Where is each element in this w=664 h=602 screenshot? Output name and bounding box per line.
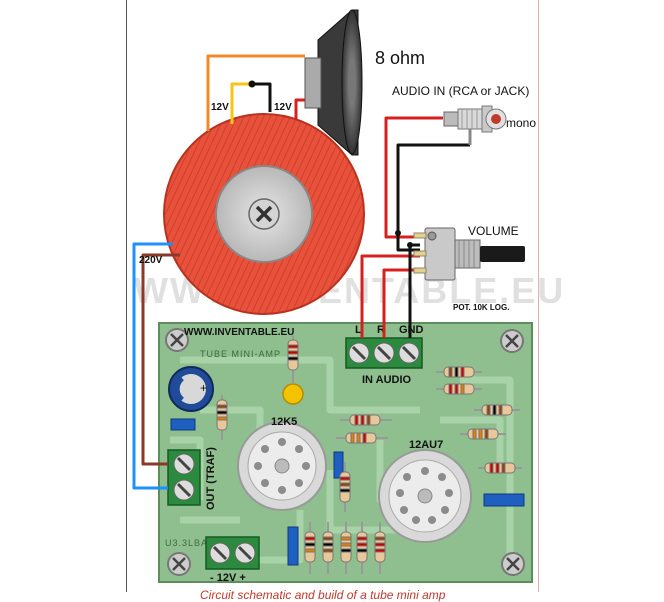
rca-jack: [443, 105, 507, 145]
tube1-label: 12K5: [271, 416, 297, 428]
mains-220v-label: 220V: [139, 255, 163, 266]
volume-label: VOLUME: [468, 224, 519, 238]
terminal-block-in-audio: [345, 337, 423, 369]
terminal-block-power: [205, 536, 260, 570]
resistor-7: [436, 383, 482, 395]
pot-spec-label: POT. 10K LOG.: [453, 303, 509, 312]
resistor-1: [287, 335, 299, 378]
resistor-14: [356, 522, 368, 574]
resistor-5: [339, 462, 351, 512]
wire-junction-dot: [248, 80, 256, 88]
transformer-bolt-icon: [255, 205, 273, 223]
terminal-block-out: [167, 449, 201, 506]
wire-red-to-l: [360, 254, 420, 338]
wire-orange: [206, 54, 305, 131]
wire-brown-mains: [141, 253, 180, 466]
film-capacitor-2: [483, 493, 525, 507]
wire-blue-mains: [132, 242, 173, 490]
resistor-13: [340, 522, 352, 574]
wire-yellow: [230, 82, 252, 124]
ceramic-capacitor: [282, 378, 304, 405]
wire-black-speaker: [252, 82, 272, 112]
speaker: [304, 9, 363, 156]
resistor-8: [474, 404, 520, 416]
electrolytic-capacitor: +: [168, 366, 214, 412]
resistors: [216, 335, 522, 574]
resistor-11: [304, 522, 316, 574]
wire-red-to-r: [382, 268, 420, 338]
speaker-impedance-label: 8 ohm: [375, 48, 425, 68]
tube2-label: 12AU7: [409, 439, 443, 451]
frame-left-border: [126, 0, 127, 592]
right-12v-label: 12V: [274, 102, 292, 113]
wire-junction-dots: [395, 230, 413, 248]
pcb-screw-bl: [167, 552, 191, 576]
pcb-traces: [170, 356, 514, 564]
volume-potentiometer: [413, 227, 525, 281]
mono-label: mono: [506, 116, 536, 130]
resistor-3: [340, 414, 392, 426]
resistor-2: [216, 395, 228, 440]
wire-red-speaker: [294, 98, 305, 120]
resistor-12: [322, 522, 334, 574]
audio-in-label: AUDIO IN (RCA or JACK): [392, 84, 529, 98]
resistor-6: [436, 366, 482, 378]
out-traf-label: OUT (TRAF): [205, 447, 217, 510]
toroidal-transformer: [163, 113, 365, 315]
frame-right-border: [538, 0, 539, 592]
terminal-l-label: L: [355, 324, 362, 336]
pcb-screw-br: [501, 552, 525, 576]
tube-socket-12k5: [237, 421, 327, 511]
resistor-4: [336, 432, 388, 444]
resistor-9: [460, 428, 506, 440]
figure-caption: Circuit schematic and build of a tube mi…: [200, 588, 446, 602]
wire-red-audio-in: [384, 116, 443, 239]
pcb-screw-tl: [165, 328, 189, 352]
pcb-title-label: TUBE MINI-AMP: [200, 349, 281, 359]
tube-socket-12au7: [378, 449, 472, 543]
svg-text:+: +: [200, 381, 207, 395]
in-audio-label: IN AUDIO: [362, 374, 412, 386]
terminal-r-label: R: [377, 324, 385, 336]
film-capacitor-3: [333, 451, 344, 479]
pcb-site-label: WWW.INVENTABLE.EU: [184, 327, 294, 338]
resistor-15: [374, 522, 386, 574]
film-capacitor-4: [287, 526, 299, 566]
pcb-mirror-label: U3.3LBATNEVNI: [165, 538, 246, 548]
pcb-screw-tr: [500, 329, 524, 353]
wiring: [132, 54, 470, 490]
power-label: - 12V +: [210, 572, 246, 584]
resistor-10: [478, 462, 522, 474]
film-capacitor-1: [170, 418, 196, 431]
left-12v-label: 12V: [211, 102, 229, 113]
